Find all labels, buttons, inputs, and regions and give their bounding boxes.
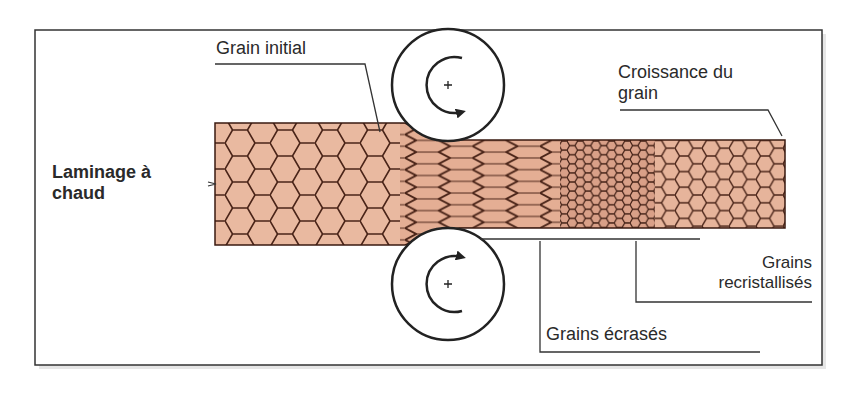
lower-roll (392, 228, 504, 340)
strip-outline (215, 123, 785, 245)
grain-initial-label: Grain initial (216, 38, 376, 59)
frame-border (35, 30, 822, 365)
recrystallized-label: Grains recristallisés (680, 253, 812, 292)
leader-lines (215, 64, 812, 352)
strip-entry-mark (208, 182, 216, 186)
crushed-grains-label: Grains écrasés (546, 324, 746, 345)
grain-growth-label: Croissance du grain (618, 62, 768, 103)
metal-strip (210, 115, 790, 255)
upper-roll (392, 29, 504, 141)
process-title-label: Laminage à chaud (52, 162, 182, 203)
